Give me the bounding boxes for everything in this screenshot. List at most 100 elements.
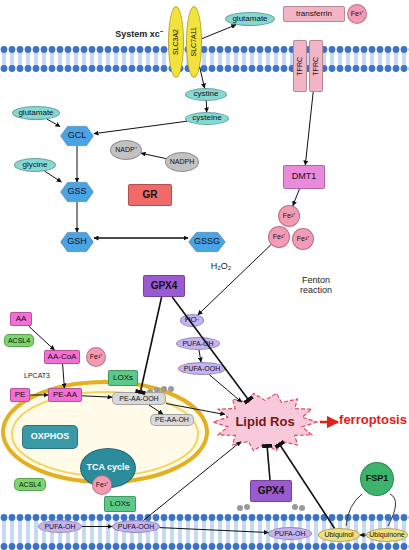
- node-text: SLC3A2: [172, 29, 179, 55]
- arrow-connector: [63, 364, 65, 388]
- shape-fill: [189, 232, 225, 251]
- node-text: Ubiquinol: [324, 531, 353, 538]
- enzyme-box: GPX4: [250, 480, 292, 502]
- enzyme-label: LPCAT3: [20, 372, 54, 380]
- node-text: GR: [143, 190, 158, 201]
- lipid-box: AA-CoA: [44, 350, 80, 364]
- arrow-connector: [206, 101, 207, 112]
- node-text: AA: [16, 315, 27, 323]
- arrow-connector: [305, 92, 313, 165]
- shape-fill: [213, 393, 317, 450]
- enzyme-box: ACSL4: [14, 478, 46, 491]
- shape-fill: [61, 232, 94, 251]
- node-text: transferrin: [296, 10, 332, 18]
- node-text: PUFA-OOH: [184, 365, 221, 372]
- coenzyme-ellipse: Ubiquinol: [318, 528, 360, 542]
- node-text: PE-AA: [53, 391, 77, 399]
- node-text: AA-CoA: [48, 353, 77, 361]
- metabolite-ellipse: cystine: [185, 88, 227, 101]
- node-text: glycine: [23, 161, 48, 169]
- arrow-connector: [166, 404, 225, 415]
- node-text: Fe²⁺: [283, 212, 296, 219]
- arrow-connector: [160, 528, 269, 533]
- node-text: GPX4: [151, 281, 178, 292]
- arrow-connector: [202, 25, 236, 39]
- arrow-connector: [200, 67, 205, 88]
- cofactor-circle: NADPH: [165, 152, 199, 172]
- outcome-label: ferroptosis: [338, 413, 408, 427]
- cell-membrane: [0, 46, 409, 72]
- node-text: Fe³⁺: [351, 10, 364, 17]
- system-label: System xc⁻: [108, 30, 170, 40]
- lipid-ellipse: PUFA-OOH: [178, 362, 226, 375]
- lipid-box: PE-AA-OOH: [112, 392, 166, 405]
- node-text: PE-AA-OH: [155, 416, 189, 423]
- lipid-ellipse: PUFA-OH: [268, 527, 312, 540]
- arrow-connector: [149, 405, 163, 414]
- node-text: HO·: [185, 316, 200, 324]
- metabolite-ellipse: cysteine: [185, 112, 229, 125]
- iron-circle: Fe²⁺: [92, 475, 112, 495]
- arrow-connector: [77, 202, 78, 232]
- node-text: PUFA-OOH: [118, 523, 155, 530]
- arrow-connector: [144, 442, 241, 521]
- cycle-arc: [346, 494, 362, 526]
- transporter-subunit: SLC3A2: [168, 6, 184, 78]
- node-text: Fe²⁺: [297, 235, 310, 242]
- lipid-box: PE-AA-OH: [150, 414, 194, 426]
- mitochondrion-outer: [3, 382, 207, 482]
- node-text: cystine: [194, 90, 219, 98]
- shape-fill: [61, 182, 94, 201]
- arrow-connector: [141, 153, 166, 158]
- enzyme-box: GR: [128, 184, 172, 206]
- arrow-connector: [77, 146, 78, 182]
- receptor-bar: TFRC: [293, 40, 307, 92]
- node-text: GSSG: [194, 237, 220, 246]
- lipid-ellipse: PUFA-OOH: [112, 520, 160, 533]
- node-text: GCL: [68, 131, 87, 140]
- arrow-connector: [198, 245, 271, 315]
- arrow-connector: [82, 396, 112, 397]
- node-text: PUFA-OH: [182, 340, 213, 347]
- iron-circle: Fe²⁺: [278, 205, 300, 227]
- node-text: glutamate: [18, 109, 53, 117]
- transporter-subunit: SLC7A11: [186, 6, 202, 78]
- lipid-box: PE: [10, 388, 30, 402]
- node-text: glutamate: [232, 15, 267, 23]
- enzyme-circle: FSP1: [360, 462, 394, 496]
- lipid-box: AA: [10, 312, 32, 326]
- node-text: PE-AA-OOH: [119, 395, 158, 402]
- iron-circle: Fe²⁺: [292, 228, 314, 250]
- cycle-arc: [388, 494, 396, 526]
- inhibition-connector: [140, 297, 161, 392]
- enzyme-box: LOXs: [104, 496, 136, 512]
- lipid-ellipse: PUFA-OH: [38, 520, 82, 533]
- molecule-label: H₂O₂: [206, 262, 236, 272]
- cell-membrane: [0, 514, 409, 550]
- reaction-label: Fenton reaction: [290, 276, 342, 296]
- node-text: PUFA-OH: [44, 523, 75, 530]
- iron-circle: Fe³⁺: [347, 4, 367, 24]
- node-text: TCA cycle: [86, 463, 129, 472]
- node-text: PE: [15, 391, 26, 399]
- node-text: ACSL4: [8, 337, 30, 344]
- radical-ellipse: HO·: [180, 314, 204, 327]
- enzyme-hexagon: GSS: [60, 182, 94, 202]
- mitochondrion-inner: [12, 392, 198, 476]
- protein-box: transferrin: [283, 6, 345, 22]
- enzyme-box: GPX4: [143, 275, 185, 297]
- organelle-box: OXPHOS: [22, 425, 78, 449]
- coenzyme-ellipse: Ubiquinone: [366, 528, 408, 542]
- iron-circle: Fe²⁺: [268, 226, 290, 248]
- metabolite-ellipse: glycine: [14, 158, 56, 172]
- metabolite-hexagon: GSSG: [188, 232, 226, 252]
- cofactor-circle: NADP⁺: [110, 140, 142, 160]
- receptor-bar: TFRC: [309, 40, 323, 92]
- node-text: Fe²⁺: [96, 481, 109, 488]
- arrow-connector: [47, 119, 60, 126]
- node-text: Fe²⁺: [90, 353, 103, 360]
- node-text: NADP⁺: [115, 146, 136, 153]
- arrow-connector: [45, 171, 62, 182]
